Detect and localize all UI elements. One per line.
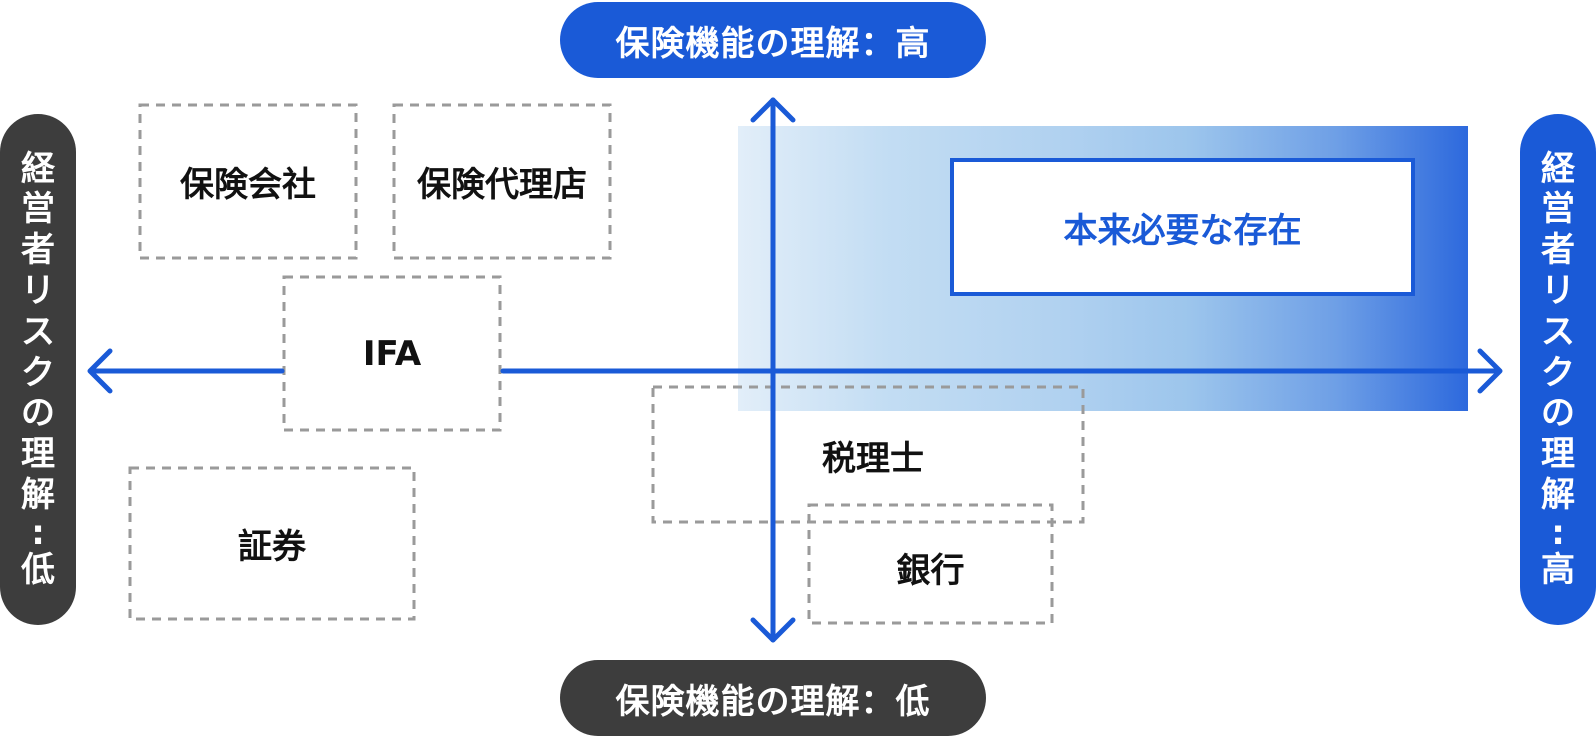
bank-box-border bbox=[807, 503, 1054, 625]
axis-label-left-char: 経 bbox=[21, 148, 55, 189]
axis-label-right-char: の bbox=[1541, 393, 1575, 434]
tax-accountant-box-border bbox=[651, 385, 1085, 524]
axis-label-bottom-text: 保険機能の理解：低 bbox=[615, 681, 931, 722]
axis-label-top: 保険機能の理解：高 bbox=[560, 2, 986, 78]
entity-label: 銀行 bbox=[896, 551, 965, 591]
axis-label-right-char: : bbox=[1551, 512, 1565, 553]
entity-label: 証券 bbox=[238, 527, 306, 567]
axis-label-left-char: : bbox=[31, 512, 45, 553]
insurance-agency-box-border bbox=[392, 103, 612, 260]
axis-label-left-char: 低 bbox=[21, 549, 55, 590]
axis-label-right-char: 者 bbox=[1541, 230, 1575, 271]
axis-label-top-text: 保険機能の理解：高 bbox=[615, 23, 931, 64]
axis-label-right-char: 解 bbox=[1541, 474, 1575, 515]
entity-securities: 証券 bbox=[130, 468, 414, 619]
ideal-position-box: 本来必要な存在 bbox=[950, 158, 1415, 296]
axis-label-left-char: ク bbox=[21, 352, 55, 393]
axis-label-left: 経営者リスクの理解:低 bbox=[0, 114, 76, 625]
securities-box-border bbox=[128, 466, 416, 621]
axis-label-right-char: 営 bbox=[1541, 189, 1575, 230]
axis-label-right-char: 理 bbox=[1541, 434, 1575, 475]
arrow-down-icon bbox=[750, 617, 796, 643]
axis-label-right-char: ク bbox=[1541, 352, 1575, 393]
entity-label: 保険会社 bbox=[180, 165, 316, 205]
entity-insurance-agency: 保険代理店 bbox=[394, 105, 610, 258]
axis-label-left-char: 理 bbox=[21, 434, 55, 475]
axis-label-left-char: 解 bbox=[21, 474, 55, 515]
axis-label-right: 経営者リスクの理解:高 bbox=[1520, 114, 1596, 625]
entity-insurance-company: 保険会社 bbox=[140, 105, 356, 258]
arrow-up-icon bbox=[750, 97, 796, 123]
ifa-box-border bbox=[282, 275, 502, 432]
entity-ifa: IFA bbox=[284, 277, 500, 430]
arrow-right-icon bbox=[1477, 348, 1503, 394]
insurance-company-box-border bbox=[138, 103, 358, 260]
entity-label: IFA bbox=[362, 333, 422, 374]
axis-label-right-char: 経 bbox=[1541, 148, 1575, 189]
axis-label-left-char: 営 bbox=[21, 189, 55, 230]
entity-label: 税理士 bbox=[822, 438, 924, 479]
axis-label-left-char: リ bbox=[21, 270, 55, 311]
axis-label-left-char: の bbox=[21, 393, 55, 434]
axis-label-bottom: 保険機能の理解：低 bbox=[560, 660, 986, 736]
axis-label-right-char: ス bbox=[1541, 311, 1575, 352]
entity-tax-accountant: 税理士 bbox=[653, 420, 1083, 490]
arrow-left-icon bbox=[87, 348, 113, 394]
axis-label-left-char: ス bbox=[21, 311, 55, 352]
axis-label-left-char: 者 bbox=[21, 230, 55, 271]
entity-bank: 銀行 bbox=[809, 530, 1052, 605]
ideal-position-label: 本来必要な存在 bbox=[1063, 210, 1302, 251]
entity-label: 保険代理店 bbox=[417, 165, 587, 205]
axis-label-right-char: 高 bbox=[1541, 549, 1575, 590]
axis-label-right-char: リ bbox=[1541, 270, 1575, 311]
